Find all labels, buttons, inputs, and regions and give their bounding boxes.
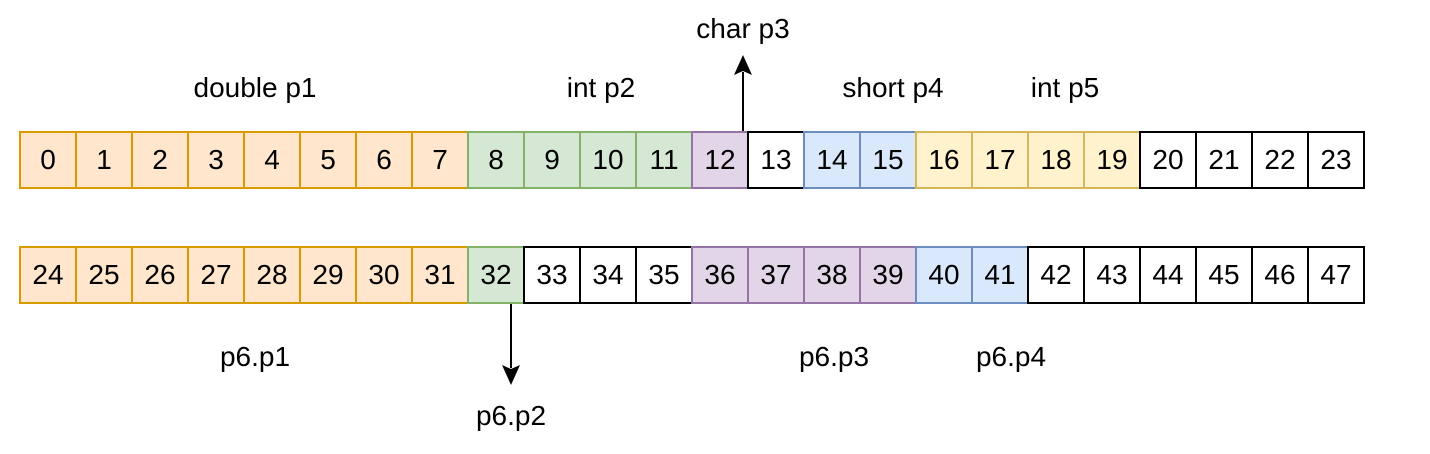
memory-cell-23: 23 [1307,131,1365,189]
label-int-p2: int p2 [566,72,636,103]
arrow-char-p3 [734,55,752,131]
memory-cell-12: 12 [691,131,749,189]
memory-cell-17: 17 [971,131,1029,189]
label-p6-p1: p6.p1 [219,341,291,372]
memory-cell-37: 37 [747,246,805,304]
memory-cell-27: 27 [187,246,245,304]
memory-cell-14: 14 [803,131,861,189]
memory-cell-29: 29 [299,246,357,304]
memory-cell-6: 6 [355,131,413,189]
label-p6-p4: p6.p4 [975,341,1047,372]
memory-cell-11: 11 [635,131,693,189]
label-int-p5: int p5 [1030,72,1100,103]
memory-cell-38: 38 [803,246,861,304]
memory-cell-15: 15 [859,131,917,189]
memory-cell-35: 35 [635,246,693,304]
label-p6-p2: p6.p2 [475,400,547,431]
memory-cell-20: 20 [1139,131,1197,189]
label-p6-p3: p6.p3 [798,341,870,372]
memory-cell-24: 24 [19,246,77,304]
memory-cell-4: 4 [243,131,301,189]
memory-cell-19: 19 [1083,131,1141,189]
memory-cell-22: 22 [1251,131,1309,189]
memory-cell-44: 44 [1139,246,1197,304]
label-double-p1: double p1 [193,72,317,103]
memory-cell-32: 32 [467,246,525,304]
memory-cell-41: 41 [971,246,1029,304]
memory-cell-40: 40 [915,246,973,304]
memory-cell-33: 33 [523,246,581,304]
memory-cell-8: 8 [467,131,525,189]
label-short-p4: short p4 [842,72,944,103]
arrow-p6-p2 [502,304,520,385]
memory-cell-5: 5 [299,131,357,189]
memory-cell-18: 18 [1027,131,1085,189]
memory-cell-47: 47 [1307,246,1365,304]
memory-cell-25: 25 [75,246,133,304]
memory-cell-10: 10 [579,131,637,189]
memory-cell-0: 0 [19,131,77,189]
memory-cell-30: 30 [355,246,413,304]
memory-cell-45: 45 [1195,246,1253,304]
memory-cell-34: 34 [579,246,637,304]
memory-cell-21: 21 [1195,131,1253,189]
memory-cell-28: 28 [243,246,301,304]
memory-cell-43: 43 [1083,246,1141,304]
label-char-p3: char p3 [696,13,790,44]
